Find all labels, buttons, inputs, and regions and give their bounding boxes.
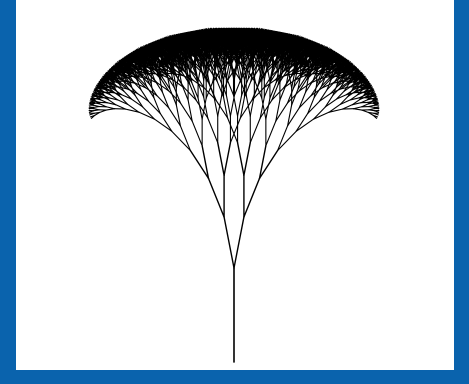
- tree-branch: [95, 101, 100, 102]
- tree-branch: [234, 217, 244, 268]
- tree-branch: [244, 81, 250, 97]
- tree-branch: [154, 98, 160, 114]
- tree-branch: [234, 79, 240, 95]
- tree-branch: [238, 143, 244, 176]
- fractal-tree-branches: [89, 28, 379, 362]
- tree-branch: [148, 101, 160, 113]
- tree-branch: [208, 178, 224, 217]
- tree-branch: [135, 95, 142, 106]
- tree-branch: [143, 107, 155, 119]
- tree-branch: [230, 118, 240, 143]
- tree-branch: [154, 119, 171, 131]
- drawing-panel: [16, 0, 454, 370]
- tree-branch: [208, 118, 218, 143]
- tree-branch: [234, 95, 238, 116]
- fractal-tree-figure: [16, 0, 454, 370]
- tree-branch: [180, 126, 190, 151]
- tree-branch: [162, 92, 168, 108]
- tree-branch: [172, 131, 191, 150]
- tree-branch: [227, 79, 233, 95]
- tree-branch: [94, 105, 99, 106]
- tree-branch: [192, 121, 202, 146]
- tree-branch: [218, 143, 224, 176]
- tree-branch: [173, 80, 184, 88]
- tree-branch: [224, 217, 234, 268]
- tree-branch: [131, 99, 142, 107]
- tree-branch: [217, 81, 223, 97]
- tree-branch: [106, 107, 115, 109]
- tree-branch: [139, 112, 155, 119]
- tree-branch: [101, 91, 106, 92]
- tree-branch: [157, 96, 169, 108]
- tree-branch: [162, 72, 167, 73]
- tree-branch: [160, 113, 172, 131]
- tree-branch: [137, 93, 148, 101]
- tree-branch: [141, 90, 148, 101]
- tree-branch: [210, 84, 216, 100]
- tree-branch: [224, 143, 230, 176]
- tree-branch: [94, 109, 99, 110]
- tree-branch: [228, 118, 238, 143]
